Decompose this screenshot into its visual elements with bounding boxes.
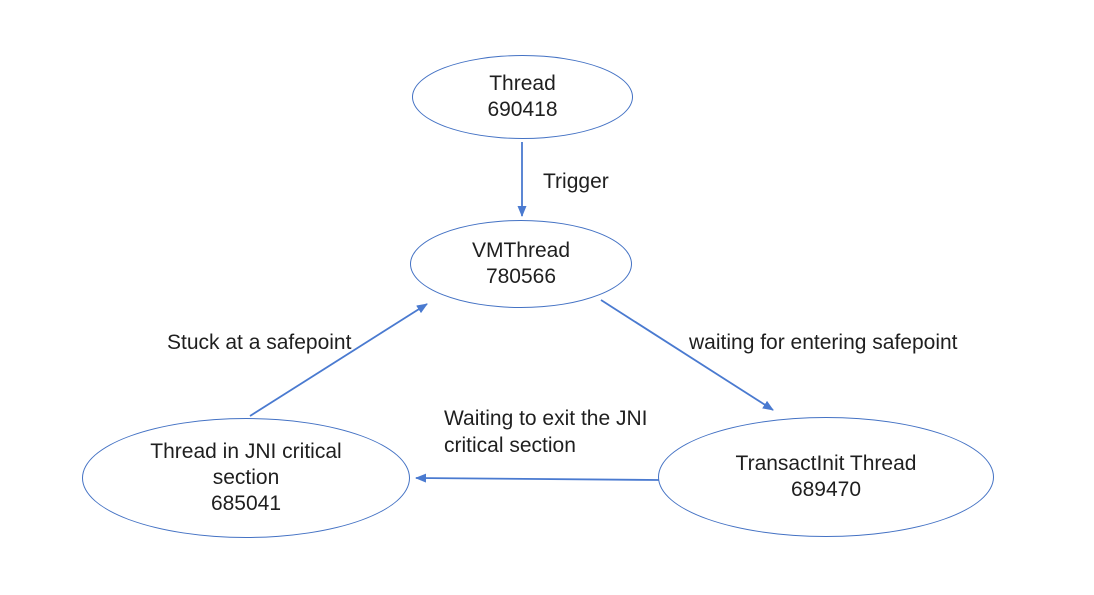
edge-stuck-at-safepoint-arrow — [249, 303, 428, 417]
node-id: 780566 — [485, 265, 557, 288]
node-title: VMThread — [471, 239, 571, 262]
node-vmthread-text: VMThread 780566 — [472, 238, 570, 290]
edge-label-stuck-at-safepoint: Stuck at a safepoint — [167, 331, 352, 354]
node-jni-critical-thread-text: Thread in JNI critical section 685041 — [126, 439, 366, 517]
node-id: 690418 — [487, 98, 558, 121]
node-id: 689470 — [790, 478, 862, 501]
node-transactinit-thread-text: TransactInit Thread 689470 — [736, 451, 917, 503]
node-thread: Thread 690418 — [412, 55, 633, 139]
node-title: TransactInit Thread — [735, 452, 917, 475]
node-title: Thread — [489, 72, 556, 95]
node-vmthread: VMThread 780566 — [410, 220, 632, 308]
node-thread-text: Thread 690418 — [487, 71, 557, 123]
edge-label-trigger: Trigger — [543, 170, 609, 193]
node-title: Thread in JNI critical section — [150, 440, 342, 489]
node-id: 685041 — [210, 492, 282, 515]
node-jni-critical-thread: Thread in JNI critical section 685041 — [82, 418, 410, 538]
edge-label-waiting-exit-jni: Waiting to exit the JNI critical section — [444, 407, 648, 457]
edge-label-waiting-entering-safepoint: waiting for entering safepoint — [689, 331, 958, 354]
edge-waiting-exit-jni-arrow — [415, 473, 660, 483]
node-transactinit-thread: TransactInit Thread 689470 — [658, 417, 994, 537]
